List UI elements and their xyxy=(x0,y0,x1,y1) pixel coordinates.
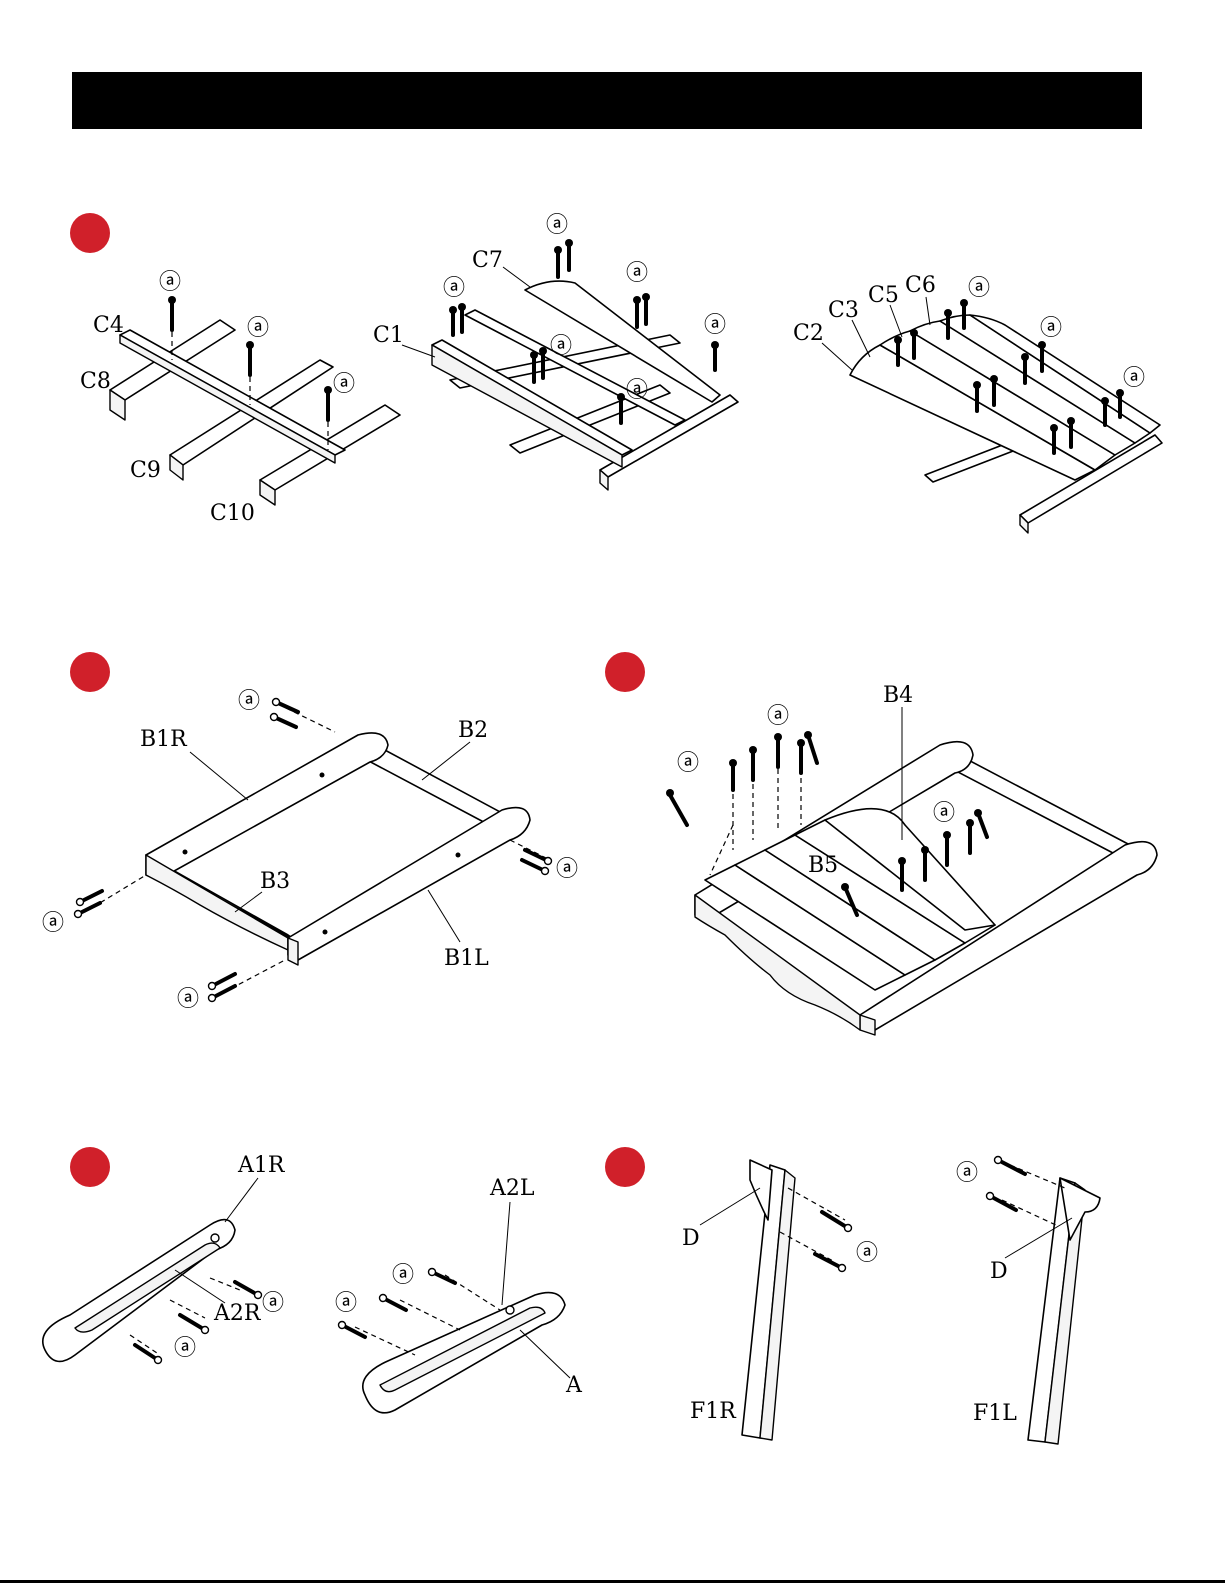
part-label: A2R xyxy=(213,1301,262,1326)
hardware-a-label: ⓐ xyxy=(767,704,789,729)
hardware-a-label: ⓐ xyxy=(626,261,648,286)
step-2-diagram: ⓐ ⓐ ⓐ ⓐ B1R B2 B3 B1L xyxy=(40,680,600,1030)
hardware-a-label: ⓐ xyxy=(1040,316,1062,341)
part-label: D xyxy=(990,1259,1008,1284)
hardware-a-label: ⓐ xyxy=(238,689,260,714)
part-label: C10 xyxy=(210,501,255,526)
part-label: C6 xyxy=(905,273,936,298)
hardware-a-label: ⓐ xyxy=(677,751,699,776)
part-label: B1L xyxy=(444,946,489,971)
bottom-rule xyxy=(0,1580,1225,1583)
part-label: A1R xyxy=(237,1153,286,1178)
hardware-a-label: ⓐ xyxy=(247,316,269,341)
hardware-a-label: ⓐ xyxy=(933,801,955,826)
part-label: B4 xyxy=(883,683,913,708)
hardware-a-label: ⓐ xyxy=(856,1241,878,1266)
part-label: C9 xyxy=(130,458,161,483)
step-1-view-3-diagram: ⓐ ⓐ ⓐ C5 C6 C3 C2 xyxy=(790,265,1170,535)
hardware-a-label: ⓐ xyxy=(443,276,465,301)
part-label: C3 xyxy=(828,298,859,323)
step-5-marker xyxy=(605,1147,645,1187)
part-label: D xyxy=(682,1226,700,1251)
hardware-a-label: ⓐ xyxy=(556,857,578,882)
hardware-a-label: ⓐ xyxy=(174,1336,196,1361)
step-3-diagram: ⓐ ⓐ ⓐ B4 B5 xyxy=(665,675,1175,1065)
step-3-marker xyxy=(605,652,645,692)
hardware-a-label: ⓐ xyxy=(956,1161,978,1186)
hardware-a-label: ⓐ xyxy=(968,276,990,301)
step-4-diagram: ⓐ ⓐ ⓐ ⓐ A1R A2R A2L A xyxy=(30,1150,590,1450)
hardware-a-label: ⓐ xyxy=(546,213,568,238)
part-label: B3 xyxy=(260,869,290,894)
part-label: C7 xyxy=(472,248,503,273)
hardware-a-label: ⓐ xyxy=(626,378,648,403)
step-5-diagram: ⓐ ⓐ D F1R D F1L xyxy=(680,1150,1180,1450)
header-bar xyxy=(72,72,1142,129)
step-1-view-1-diagram: ⓐ ⓐ ⓐ C4 C8 C9 C10 xyxy=(75,255,415,535)
hardware-a-label: ⓐ xyxy=(704,313,726,338)
part-label: C1 xyxy=(373,323,404,348)
part-label: B5 xyxy=(808,853,838,878)
part-label: A2L xyxy=(489,1176,535,1201)
hardware-a-label: ⓐ xyxy=(42,911,64,936)
part-label: C2 xyxy=(793,321,824,346)
step-1-marker xyxy=(70,213,110,253)
part-label: F1R xyxy=(690,1399,737,1424)
hardware-a-label: ⓐ xyxy=(177,987,199,1012)
part-label: C8 xyxy=(80,369,111,394)
hardware-a-label: ⓐ xyxy=(262,1291,284,1316)
hardware-a-label: ⓐ xyxy=(550,334,572,359)
part-label: B2 xyxy=(458,718,488,743)
hardware-a-label: ⓐ xyxy=(159,270,181,295)
hardware-a-label: ⓐ xyxy=(335,1291,357,1316)
hardware-a-label: ⓐ xyxy=(392,1263,414,1288)
part-label: C4 xyxy=(93,313,124,338)
part-label: F1L xyxy=(973,1401,1017,1426)
hardware-a-label: ⓐ xyxy=(333,372,355,397)
part-label: B1R xyxy=(140,727,188,752)
part-label: A xyxy=(565,1373,583,1398)
part-label: C5 xyxy=(868,283,899,308)
hardware-a-label: ⓐ xyxy=(1123,366,1145,391)
step-1-view-2-diagram: ⓐ ⓐ ⓐ ⓐ ⓐ ⓐ C7 C1 xyxy=(370,205,750,495)
